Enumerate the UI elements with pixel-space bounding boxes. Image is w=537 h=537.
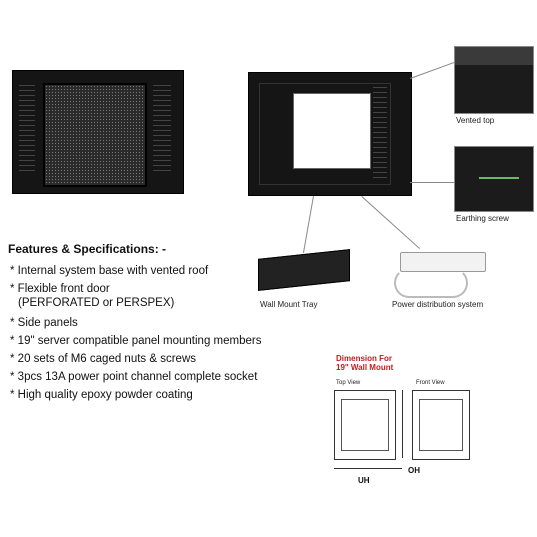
height-dimension-line (402, 390, 403, 458)
power-distribution-caption: Power distribution system (392, 300, 484, 309)
feature-item: * 20 sets of M6 caged nuts & screws (10, 353, 197, 365)
perspex-cabinet-image (248, 72, 412, 196)
perforated-door (43, 83, 147, 187)
front-view-drawing (412, 390, 470, 460)
uh-label: UH (358, 476, 370, 485)
connector-line (361, 196, 420, 249)
dimension-title: Dimension For 19" Wall Mount (336, 354, 393, 372)
perspex-door-frame (259, 83, 391, 185)
vented-top-caption: Vented top (456, 116, 495, 125)
wall-mount-tray-caption: Wall Mount Tray (260, 300, 318, 309)
top-view-drawing (334, 390, 396, 460)
feature-item: * 3pcs 13A power point channel complete … (10, 371, 258, 383)
front-view-label: Front View (416, 380, 445, 386)
perspex-window (293, 93, 371, 169)
feature-item: * High quality epoxy powder coating (10, 389, 193, 401)
dimension-title-line1: Dimension For (336, 354, 393, 363)
oh-label: OH (408, 466, 420, 475)
power-cable (394, 268, 468, 298)
features-list: * Internal system base with vented roof … (10, 262, 310, 404)
width-dimension-line (334, 468, 402, 469)
feature-item: * Internal system base with vented roof (10, 265, 209, 277)
power-distribution-image (400, 252, 486, 272)
cabinet-side-vent (19, 85, 35, 175)
features-title: Features & Specifications: - (8, 242, 167, 256)
earthing-screw-image (454, 146, 534, 212)
connector-line (410, 61, 456, 79)
connector-line (302, 195, 314, 254)
earthing-screw-caption: Earthing screw (456, 214, 509, 223)
cabinet-side-vent-right (153, 85, 171, 175)
perspex-cabinet-vent (373, 87, 387, 179)
feature-item: * 19" server compatible panel mounting m… (10, 335, 262, 347)
connector-line (410, 182, 458, 183)
feature-item: * Flexible front door (10, 283, 110, 295)
feature-item: * Side panels (10, 317, 78, 329)
perforated-cabinet-image (12, 70, 184, 194)
top-view-label: Top View (336, 380, 361, 386)
feature-item: (PERFORATED or PERSPEX) (18, 297, 175, 309)
vented-top-image (454, 46, 534, 114)
dimension-title-line2: 19" Wall Mount (336, 363, 394, 372)
